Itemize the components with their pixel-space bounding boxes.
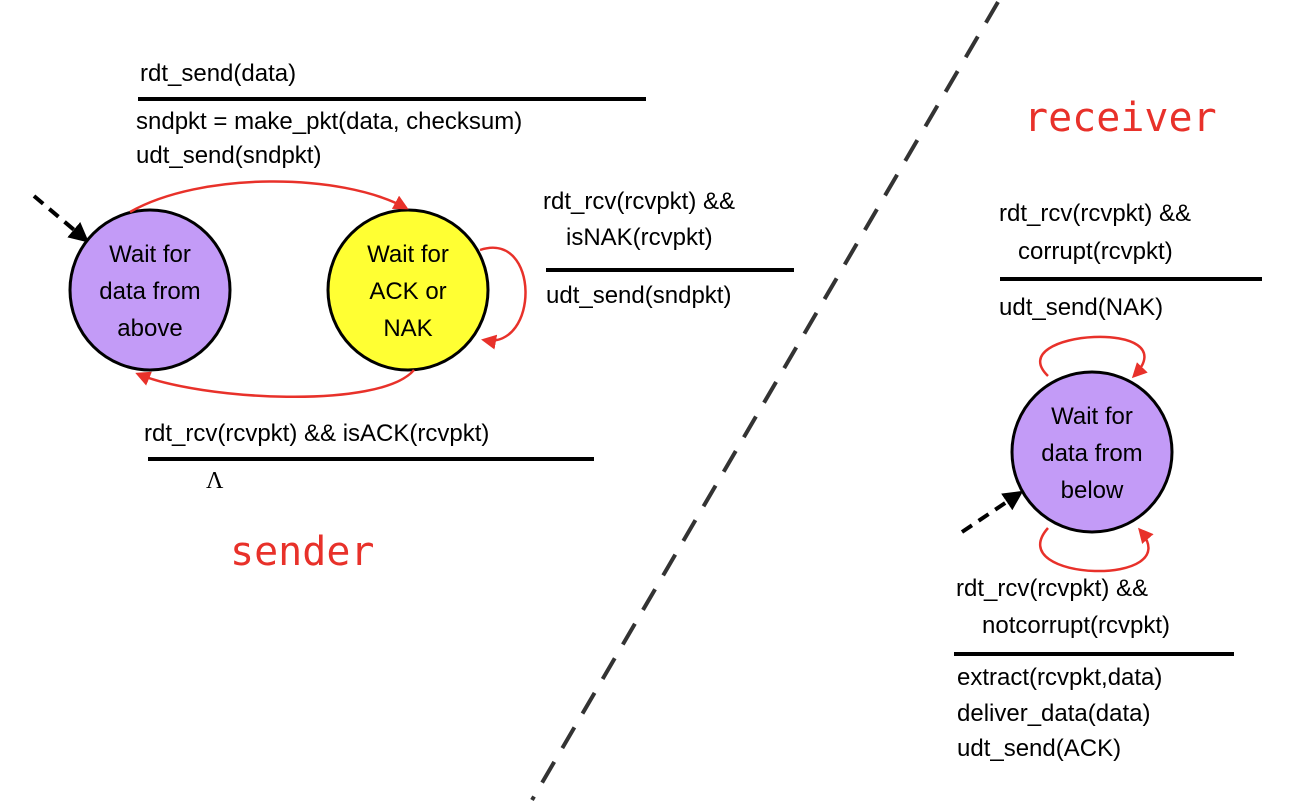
receiver-initial-arrow [960,490,1024,534]
sender-role-label: sender [230,529,375,575]
transition-ack-arrow [135,369,415,398]
nak-event-line2: isNAK(rcvpkt) [566,224,713,251]
notcorrupt-action-line1: extract(rcvpkt,data) [957,664,1163,691]
transition-corrupt-self-loop [1038,335,1148,379]
receiver-role-label: receiver [1024,95,1217,141]
nak-action-label: udt_send(sndpkt) [546,282,732,309]
state-wait-for-ack-or-nak [326,208,490,372]
transition-notcorrupt-self-loop [1038,527,1154,573]
send-action-line2: udt_send(sndpkt) [136,142,322,169]
corrupt-event-line1: rdt_rcv(rcvpkt) && [999,200,1192,227]
corrupt-action-label: udt_send(NAK) [999,294,1164,321]
ack-action-lambda: Λ [206,468,224,494]
send-action-line1: sndpkt = make_pkt(data, checksum) [136,108,523,135]
notcorrupt-action-line3: udt_send(ACK) [957,735,1122,762]
notcorrupt-event-line2: notcorrupt(rcvpkt) [982,612,1171,639]
ack-event-label: rdt_rcv(rcvpkt) && isACK(rcvpkt) [144,420,490,447]
send-event-label: rdt_send(data) [140,60,297,87]
transition-send-arrow [129,180,409,214]
nak-event-line1: rdt_rcv(rcvpkt) && [543,188,736,215]
state-wait-ack-label: Wait for ACK or NAK [367,241,449,342]
state-wait-below-label: Wait for data from below [1041,403,1143,504]
notcorrupt-action-line2: deliver_data(data) [957,700,1151,727]
corrupt-event-line2: corrupt(rcvpkt) [1018,238,1173,265]
transition-nak-self-loop [479,246,527,350]
sender-receiver-divider [530,0,1000,802]
sender-initial-arrow [32,194,90,243]
state-wait-for-data-from-above [68,208,232,372]
state-wait-above-label: Wait for data from above [99,241,201,342]
notcorrupt-event-line1: rdt_rcv(rcvpkt) && [956,575,1149,602]
state-wait-for-data-from-below [1010,370,1174,534]
